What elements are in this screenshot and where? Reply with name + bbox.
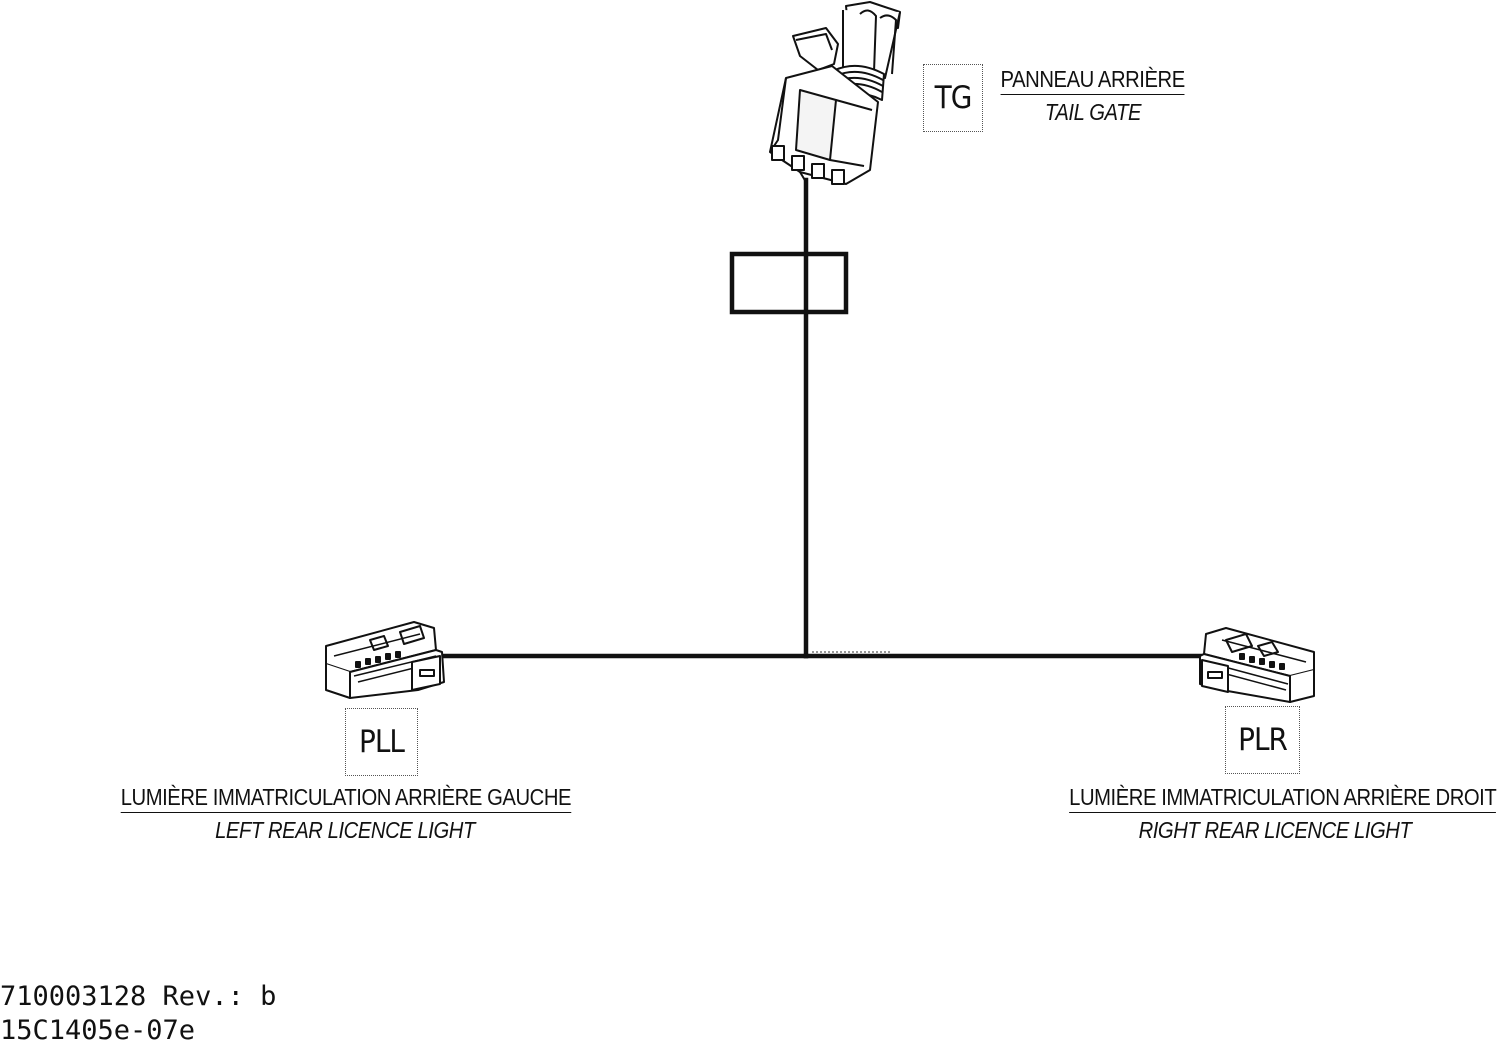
connector-name-en: TAIL GATE bbox=[1044, 99, 1142, 125]
left-licence-light-connector-icon[interactable] bbox=[325, 621, 445, 699]
connector-label-pll: LUMIÈRE IMMATRICULATION ARRIÈRE GAUCHE L… bbox=[90, 786, 600, 842]
connector-code-tg: TG bbox=[923, 64, 983, 132]
connector-name-en: LEFT REAR LICENCE LIGHT bbox=[215, 817, 475, 843]
connector-name-fr: PANNEAU ARRIÈRE bbox=[1000, 68, 1186, 95]
connector-label-plr: LUMIÈRE IMMATRICULATION ARRIÈRE DROIT RI… bbox=[1040, 786, 1500, 842]
right-licence-light-connector-icon[interactable] bbox=[1199, 627, 1315, 703]
connector-code-pll: PLL bbox=[345, 708, 418, 776]
part-number-revision: 710003128 Rev.: b bbox=[0, 981, 277, 1012]
drawing-code: 15C1405e-07e bbox=[0, 1015, 196, 1046]
tail-gate-connector-icon[interactable] bbox=[769, 1, 901, 185]
harness-wires bbox=[437, 177, 1213, 659]
connector-code-plr: PLR bbox=[1225, 706, 1300, 774]
connector-name-fr: LUMIÈRE IMMATRICULATION ARRIÈRE GAUCHE bbox=[120, 786, 571, 813]
connector-label-tg: PANNEAU ARRIÈRE TAIL GATE bbox=[983, 68, 1203, 124]
harness-clip-icon bbox=[729, 251, 849, 315]
connector-name-en: RIGHT REAR LICENCE LIGHT bbox=[1138, 817, 1412, 843]
connector-name-fr: LUMIÈRE IMMATRICULATION ARRIÈRE DROIT bbox=[1069, 786, 1497, 813]
